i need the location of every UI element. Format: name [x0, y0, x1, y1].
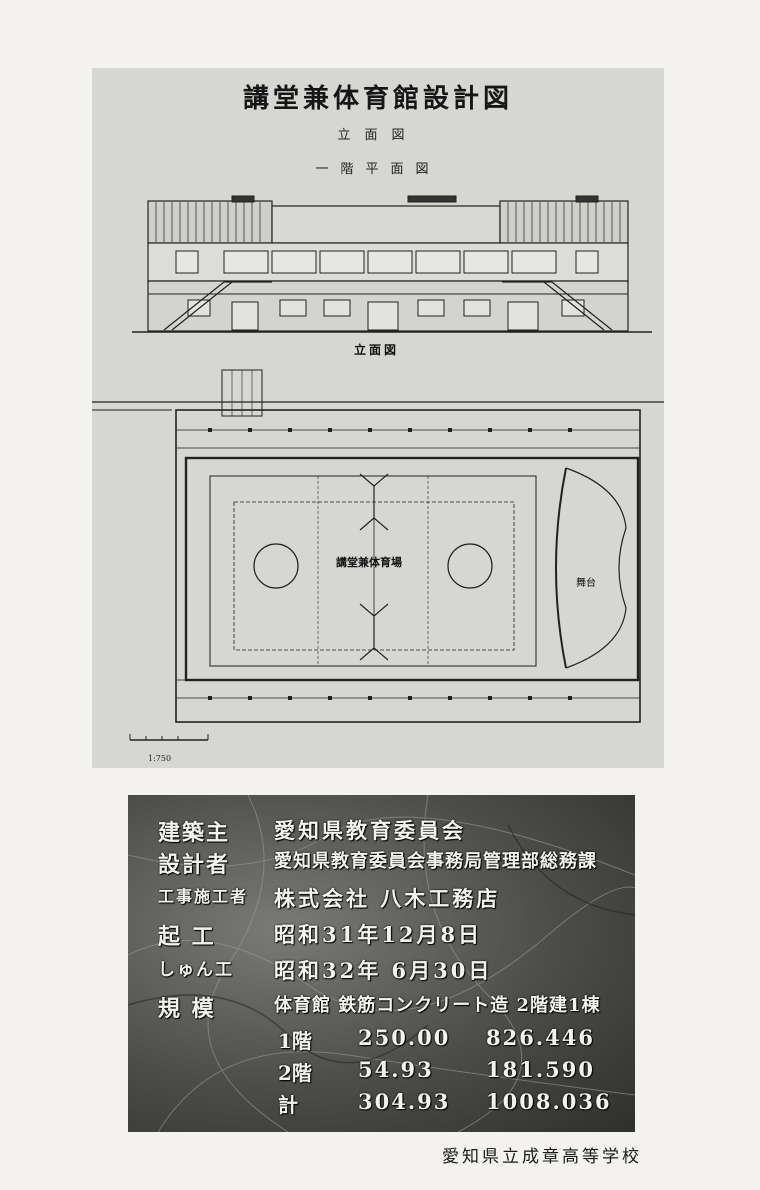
plaque-value: 愛知県教育委員会事務局管理部総務課 — [274, 851, 597, 872]
plaque-value: 昭和31年12月8日 — [274, 922, 483, 947]
plaque-row-designer: 設計者 愛知県教育委員会事務局管理部総務課 — [128, 847, 635, 881]
architectural-drawing — [92, 195, 664, 741]
roof-hatching-left — [155, 202, 261, 242]
staircase-left — [163, 281, 272, 331]
building-plaque: 建築主 愛知県教育委員会 設計者 愛知県教育委員会事務局管理部総務課 工事施工者… — [128, 795, 635, 1132]
area-tsubo: 250.00 — [358, 1025, 451, 1050]
plaque-row-scale: 規 模 体育館 鉄筋コンクリート造 2階建1棟 — [128, 991, 635, 1025]
court-label: 講堂兼体育場 — [336, 556, 402, 569]
plaque-label: 工事施工者 — [158, 887, 249, 906]
area-label: 計 — [278, 1093, 298, 1117]
plaque-label: 建築主 — [158, 820, 231, 846]
blueprint-sheet: 講堂兼体育館設計図 立面図 一階平面図 — [92, 68, 664, 768]
drawing-subtitle-floorplan: 一階平面図 — [315, 162, 441, 177]
columns — [208, 428, 572, 700]
lower-windows — [187, 299, 585, 331]
plaque-value: 体育館 鉄筋コンクリート造 2階建1棟 — [274, 995, 601, 1016]
plaque-label: しゅん工 — [158, 960, 234, 980]
stage-label: 舞台 — [576, 578, 596, 589]
upper-windows — [175, 250, 599, 274]
area-tsubo: 54.93 — [358, 1057, 434, 1082]
area-sqm: 1008.036 — [486, 1089, 612, 1114]
plaque-value: 昭和32年 6月30日 — [274, 958, 493, 983]
plaque-label: 起 工 — [158, 924, 216, 950]
school-name: 愛知県立成章高等学校 — [442, 1147, 642, 1167]
staircase-right — [502, 281, 613, 331]
plaque-value: 株式会社 八木工務店 — [274, 886, 501, 911]
plaque-row-contractor: 工事施工者 株式会社 八木工務店 — [128, 883, 635, 917]
area-tsubo: 304.93 — [358, 1089, 451, 1114]
plaque-label: 設計者 — [158, 852, 231, 878]
floor-plan-view — [92, 369, 664, 741]
area-sqm: 181.590 — [486, 1057, 595, 1082]
plaque-row-owner: 建築主 愛知県教育委員会 — [128, 815, 635, 849]
elevation-label: 立面図 — [354, 343, 400, 357]
plaque-row-completion: しゅん工 昭和32年 6月30日 — [128, 955, 635, 989]
area-sqm: 826.446 — [486, 1025, 595, 1050]
marble-texture — [128, 795, 635, 1132]
elevation-view — [132, 195, 652, 333]
roof-hatching-right — [507, 202, 621, 242]
drawing-subtitle-elevation: 立面図 — [337, 128, 419, 143]
plaque-label: 規 模 — [158, 996, 216, 1022]
area-label: 2階 — [278, 1061, 312, 1085]
plaque-row-start: 起 工 昭和31年12月8日 — [128, 919, 635, 953]
drawing-title: 講堂兼体育館設計図 — [242, 84, 513, 114]
area-label: 1階 — [278, 1029, 312, 1053]
scale-label: 1:750 — [148, 754, 172, 763]
plaque-value: 愛知県教育委員会 — [274, 818, 466, 843]
